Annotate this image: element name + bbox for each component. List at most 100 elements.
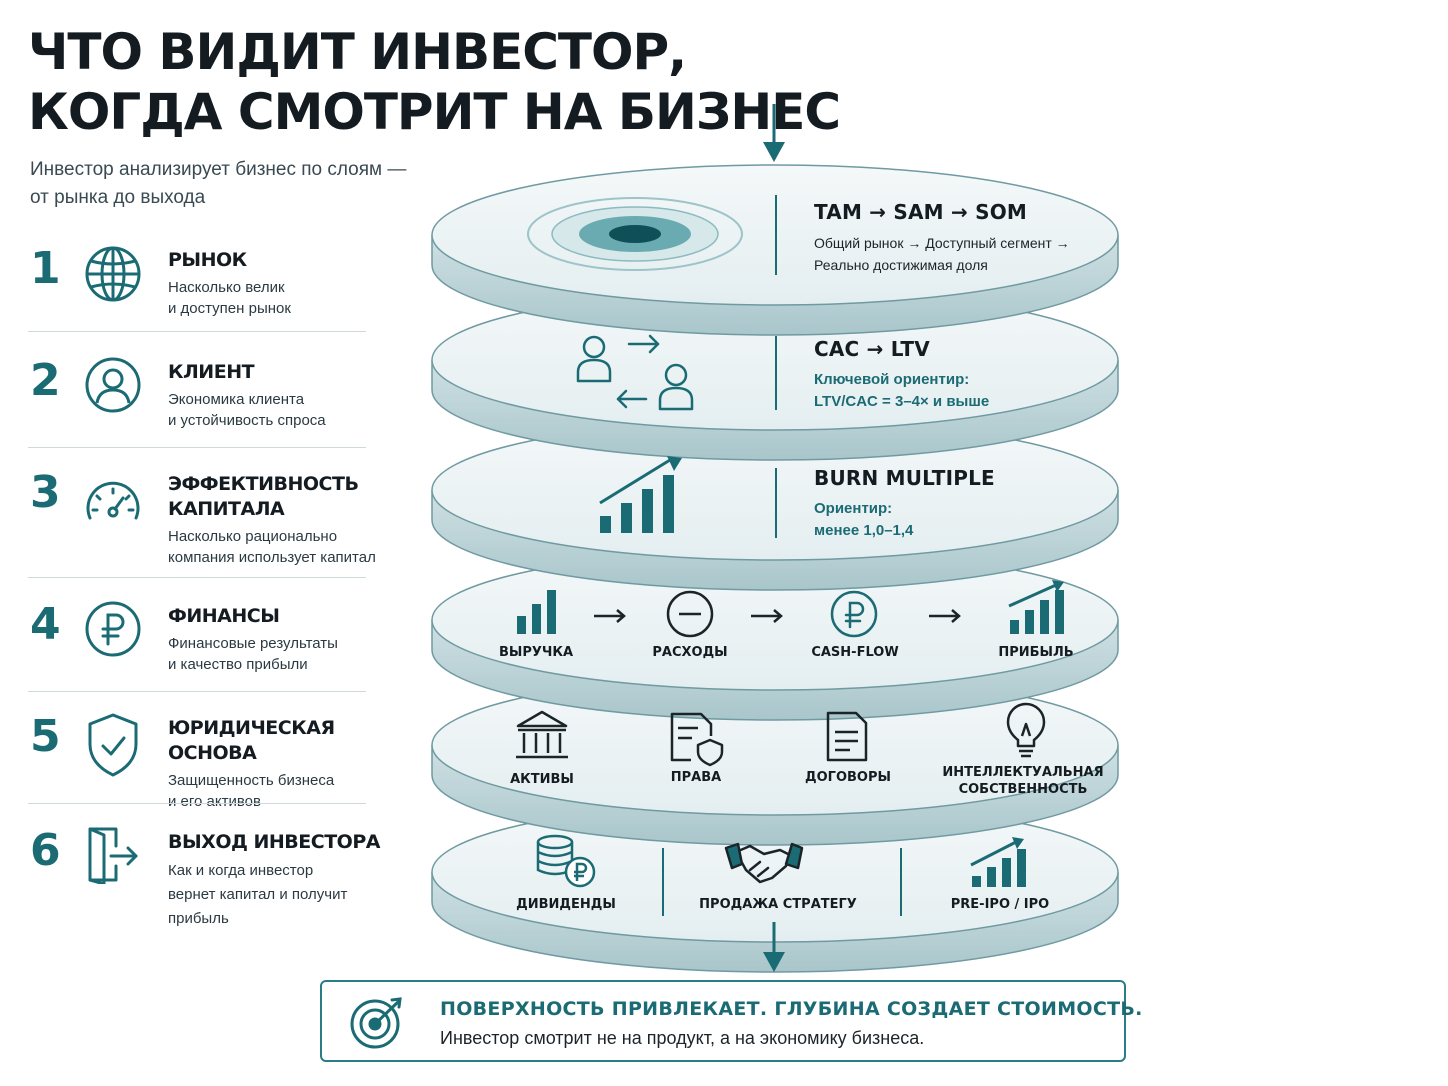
disc-3-text: BURN MULTIPLE Ориентир: менее 1,0–1,4 [814,466,995,542]
layer-description: Финансовые результаты и качество прибыли [168,633,408,675]
layer-text: ФИНАНСЫ Финансовые результаты и качество… [168,604,408,675]
layer-title: РЫНОК [168,249,247,271]
legal-label-rights: ПРАВА [670,770,722,785]
layer-title: ФИНАНСЫ [168,605,280,627]
coins-dividends-icon [536,834,596,888]
layer-description: Как и когда инвестор вернет капитал и по… [168,859,408,931]
sam-label: SAM [893,200,944,224]
layer-item-exit: 6 ВЫХОД ИНВЕСТОРА Как и когда инвестор в… [28,826,388,936]
layer-description: Насколько рационально компания используе… [168,526,408,568]
disc-2-sub-line: Ключевой ориентир: [814,371,970,388]
layer-description-line: Насколько велик [168,279,285,296]
exit-label-ipo: PRE-IPO / IPO [950,897,1050,912]
layer-description-line: Насколько рационально [168,528,338,545]
layer-description: Насколько велик и доступен рынок [168,277,408,319]
layer-description: Экономика клиента и устойчивость спроса [168,389,408,431]
layer-title-line-2: КАПИТАЛА [168,498,285,520]
divider [28,331,366,332]
exit-door-icon [88,827,138,884]
gauge-icon [86,481,140,520]
ltv-label: LTV [890,337,930,361]
som-label: SOM [975,200,1028,224]
disc-2-text: CAC → LTV Ключевой ориентир: LTV/CAC = 3… [814,337,989,413]
arrow-right-icon: → [950,200,968,224]
arrow-down-icon [763,922,785,972]
document-shield-icon [670,712,724,767]
cac-label: CAC [814,337,860,361]
legal-label-assets: АКТИВЫ [510,772,574,787]
disc-2-sub-line: LTV/CAC = 3–4× и выше [814,393,990,410]
page-subtitle: Инвестор анализирует бизнес по слоям — о… [30,156,430,212]
tam-label: TAM [814,200,863,224]
page-subtitle-line-1: Инвестор анализирует бизнес по слоям — [30,159,407,180]
minus-circle-icon [666,590,714,638]
legal-label-ip: ИНТЕЛЛЕКТУАЛЬНАЯ СОБСТВЕННОСТЬ [940,764,1106,798]
layer-description-line: и его активов [168,793,261,810]
target-rings-icon [527,197,743,271]
exit-label-dividends: ДИВИДЕНДЫ [516,897,616,912]
layer-number: 3 [30,467,61,518]
layer-number: 6 [30,825,61,876]
disc-1-sub-line: Реально достижимая доля [814,257,988,273]
layer-text: ВЫХОД ИНВЕСТОРА Как и когда инвестор вер… [168,830,408,931]
arrow-right-icon [594,609,626,623]
disc-1-text: TAM → SAM → SOM Общий рынок → Доступный … [814,200,1070,276]
divider [28,691,366,692]
revenue-bars-icon [517,590,556,634]
handshake-icon [724,842,804,884]
cac-ltv-heading: CAC → LTV [814,337,989,361]
disc-stack: TAM → SAM → SOM Общий рынок → Доступный … [420,100,1200,980]
page-subtitle-line-2: от рынка до выхода [30,187,206,208]
layer-description-line: прибыль [168,910,229,927]
layer-number: 4 [30,599,61,650]
page-title-line-2: КОГДА СМОТРИТ НА БИЗНЕС [28,83,841,141]
legal-label-contracts: ДОГОВОРЫ [805,770,891,785]
layer-number: 2 [30,355,61,406]
layer-description-line: и устойчивость спроса [168,412,326,429]
layer-description-line: Финансовые результаты [168,635,338,652]
summary-callout: ПОВЕРХНОСТЬ ПРИВЛЕКАЕТ. ГЛУБИНА СОЗДАЕТ … [320,980,1142,1062]
layer-description-line: Защищенность бизнеса [168,772,335,789]
layer-text: КЛИЕНТ Экономика клиента и устойчивость … [168,360,408,431]
layer-description: Защищенность бизнеса и его активов [168,770,408,812]
layer-description-line: вернет капитал и получит [168,886,348,903]
layer-item-client: 2 КЛИЕНТ Экономика клиента и устойчивост… [28,356,388,436]
divider [28,577,366,578]
layer-text: ЭФФЕКТИВНОСТЬ КАПИТАЛА Насколько рациона… [168,472,408,568]
legal-label-ip-line: СОБСТВЕННОСТЬ [958,782,1088,797]
arrow-right-icon: → [869,200,887,224]
legal-label-ip-line: ИНТЕЛЛЕКТУАЛЬНАЯ [942,765,1104,780]
target-arrow-icon [350,997,402,1049]
layer-item-finance: 4 ФИНАНСЫ Финансовые результаты и качест… [28,600,388,680]
layer-title: ЮРИДИЧЕСКАЯ ОСНОВА [168,717,335,764]
page-title-line-1: ЧТО ВИДИТ ИНВЕСТОР, [28,23,687,81]
layer-number: 5 [30,711,61,762]
ipo-growth-icon [970,837,1026,887]
layer-title: ЭФФЕКТИВНОСТЬ [168,473,359,495]
layer-item-market: 1 РЫНОК Насколько велик и доступен рынок [28,244,388,324]
finance-label-expenses: РАСХОДЫ [652,645,728,660]
layer-description-line: компания использует капитал [168,549,376,566]
divider [28,447,366,448]
summary-subtitle: Инвестор смотрит не на продукт, а на эко… [440,1028,925,1048]
finance-label-revenue: ВЫРУЧКА [498,645,574,660]
disc-3-sub-line: Ориентир: [814,500,893,517]
finance-label-profit: ПРИБЫЛЬ [998,645,1074,660]
layer-text: РЫНОК Насколько велик и доступен рынок [168,248,408,319]
layer-description-line: и качество прибыли [168,656,308,673]
divider [28,803,366,804]
lightbulb-icon [1006,702,1046,758]
growth-chart-icon [599,456,682,533]
disc-stack-graphic [431,104,1119,973]
finance-label-cashflow: CASH-FLOW [811,645,899,660]
globe-icon [85,246,141,302]
summary-title: ПОВЕРХНОСТЬ ПРИВЛЕКАЕТ. ГЛУБИНА СОЗДАЕТ … [440,998,1143,1020]
profit-chart-icon [1008,580,1064,634]
disc-1-sub-line: Общий рынок → Доступный сегмент → [814,235,1070,251]
ruble-coin-icon [830,590,878,638]
bank-building-icon [516,710,568,759]
disc-3-sub-line: менее 1,0–1,4 [814,522,914,539]
layer-description-line: Как и когда инвестор [168,862,314,879]
layer-title: ВЫХОД ИНВЕСТОРА [168,831,380,853]
layer-number: 1 [30,243,61,294]
